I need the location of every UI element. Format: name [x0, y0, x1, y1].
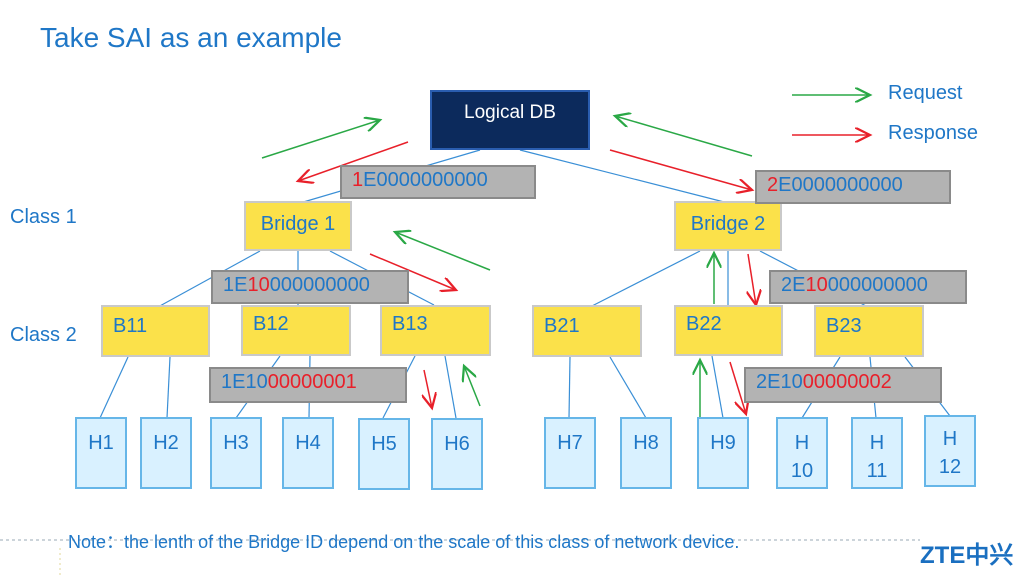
id-prefix: 2E [781, 274, 806, 296]
legend-response-label: Response [888, 122, 979, 144]
host-id-digits: 00000002 [802, 371, 892, 393]
class2-node-b21: B21 [532, 305, 642, 357]
host-node-h12-line2: 12 [938, 456, 962, 478]
id-class-digits: 10 [805, 274, 828, 296]
class2-id-label-2: 2E10000000000 [769, 270, 967, 304]
host-node-h11-line1: H [869, 432, 885, 454]
host-id-label-1: 1E1000000001 [209, 367, 407, 403]
bridge2-id-prefix: 2 [767, 174, 779, 196]
bridge1-id-prefix: 1 [352, 169, 364, 191]
class1-label: Class 1 [10, 206, 77, 228]
id-class-digits: 10 [247, 274, 270, 296]
page-title: Take SAI as an example [40, 22, 342, 53]
bridge1-id-label: 1E0000000000 [340, 165, 536, 199]
host-node-h5: H5 [358, 418, 410, 490]
class2-node-b12: B12 [241, 305, 351, 356]
bridge1-node: Bridge 1 [244, 201, 352, 251]
class2-id-label-1: 1E10000000000 [211, 270, 409, 304]
id-suffix: 000000000 [827, 274, 928, 296]
host-node-h3: H3 [210, 417, 262, 489]
class2-node-b23: B23 [814, 305, 924, 357]
host-node-h6: H6 [431, 418, 483, 490]
host-node-h11-line2: 11 [866, 460, 888, 482]
legend-request-label: Request [888, 82, 963, 104]
bridge1-id-rest: E0000000000 [363, 169, 488, 191]
host-node-h10: H 10 [776, 417, 828, 489]
host-node-h11: H 11 [851, 417, 903, 489]
host-node-h1: H1 [75, 417, 127, 489]
host-node-h7: H7 [544, 417, 596, 489]
host-id-label-2: 2E1000000002 [744, 367, 942, 403]
host-node-h9: H9 [697, 417, 749, 489]
zte-logo: ZTE中兴 [920, 542, 1014, 569]
logical-db-node: Logical DB [430, 90, 590, 150]
id-prefix: 1E [223, 274, 248, 296]
host-node-h12-line1: H [942, 428, 958, 450]
class2-node-b13: B13 [380, 305, 491, 356]
host-node-h10-line2: 10 [790, 460, 814, 482]
bridge2-id-label: 2E0000000000 [755, 170, 951, 204]
host-node-h10-line1: H [794, 432, 810, 454]
class2-label: Class 2 [10, 324, 77, 346]
host-node-h12: H 12 [924, 415, 976, 487]
class2-node-b11: B11 [101, 305, 210, 357]
host-id-prefix: 2E10 [756, 371, 803, 393]
host-node-h2: H2 [140, 417, 192, 489]
bridge2-node: Bridge 2 [674, 201, 782, 251]
host-node-h4: H4 [282, 417, 334, 489]
bridge2-id-rest: E0000000000 [778, 174, 903, 196]
host-id-digits: 00000001 [267, 371, 357, 393]
class2-node-b22: B22 [674, 305, 783, 356]
footnote: Note：the lenth of the Bridge ID depend o… [68, 532, 740, 552]
host-node-h8: H8 [620, 417, 672, 489]
host-id-prefix: 1E10 [221, 371, 268, 393]
id-suffix: 000000000 [269, 274, 370, 296]
